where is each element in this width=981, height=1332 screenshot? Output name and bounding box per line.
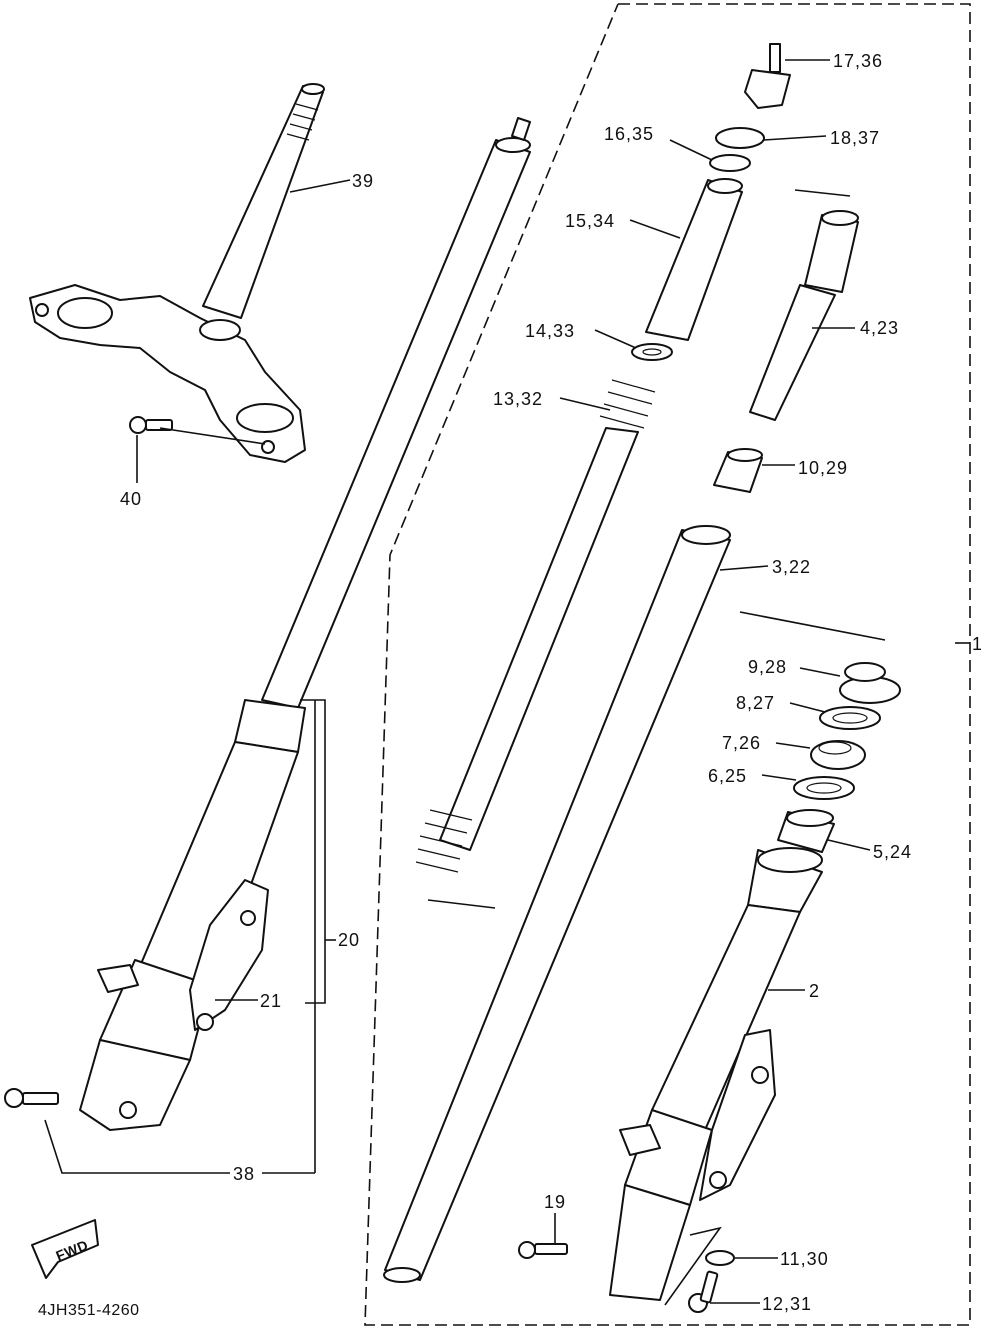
clip-8-27 [819, 706, 881, 730]
callout-5-24: 5,24 [873, 842, 912, 862]
callout-2: 2 [809, 981, 820, 1001]
assembly-boundary [364, 3, 971, 1326]
callout-17-36: 17,36 [833, 51, 883, 71]
callout-4-23: 4,23 [860, 318, 899, 338]
fork-assembly-20 [79, 117, 531, 1131]
callout-13-32: 13,32 [493, 389, 543, 409]
under-bracket [29, 284, 306, 463]
callout-38: 38 [233, 1164, 255, 1184]
bushing-10-29 [713, 448, 763, 493]
callout-3-22: 3,22 [772, 557, 811, 577]
callout-21: 21 [260, 991, 282, 1011]
callout-14-33: 14,33 [525, 321, 575, 341]
callout-7-26: 7,26 [722, 733, 761, 753]
callout-40: 40 [120, 489, 142, 509]
bushing-5-24 [777, 809, 835, 853]
dust-seal-9-28 [839, 662, 901, 704]
bolt-19 [518, 1241, 568, 1259]
leader-lines [44, 59, 871, 1306]
screw-12-31 [688, 1270, 719, 1313]
steering-stem [202, 83, 325, 319]
spacer-15-34 [645, 178, 743, 341]
cap-17-36 [744, 43, 791, 109]
oring-16-35 [709, 154, 751, 172]
washer-6-25 [793, 776, 855, 800]
oring-18-37 [715, 127, 765, 149]
callout-18-37: 18,37 [830, 128, 880, 148]
callout-15-34: 15,34 [565, 211, 615, 231]
callout-39: 39 [352, 171, 374, 191]
plug-11-30 [705, 1250, 735, 1266]
seal-group-bracket [739, 611, 886, 641]
washer-14-33 [631, 343, 673, 361]
callout-9-28: 9,28 [748, 657, 787, 677]
inner-tube-3-22 [383, 525, 731, 1283]
cylinder-comp-4-23 [749, 189, 859, 421]
axle-bolt-38 [4, 1088, 59, 1108]
figure-code: 4JH351-4260 [38, 1302, 140, 1319]
callout-16-35: 16,35 [604, 124, 654, 144]
bracket-bolt-40 [129, 416, 173, 434]
callout-10-29: 10,29 [798, 458, 848, 478]
callout-8-27: 8,27 [736, 693, 775, 713]
outer-tube-2 [609, 847, 823, 1301]
callout-19: 19 [544, 1192, 566, 1212]
callout-11-30: 11,30 [780, 1249, 829, 1269]
fwd-arrow-icon: FWD [31, 1219, 99, 1279]
damper-rod-13-32 [415, 379, 656, 909]
oil-seal-7-26 [810, 740, 866, 770]
callout-6-25: 6,25 [708, 766, 747, 786]
callout-1: 1 [972, 634, 981, 654]
callout-20: 20 [338, 930, 360, 950]
callout-12-31: 12,31 [762, 1294, 812, 1314]
